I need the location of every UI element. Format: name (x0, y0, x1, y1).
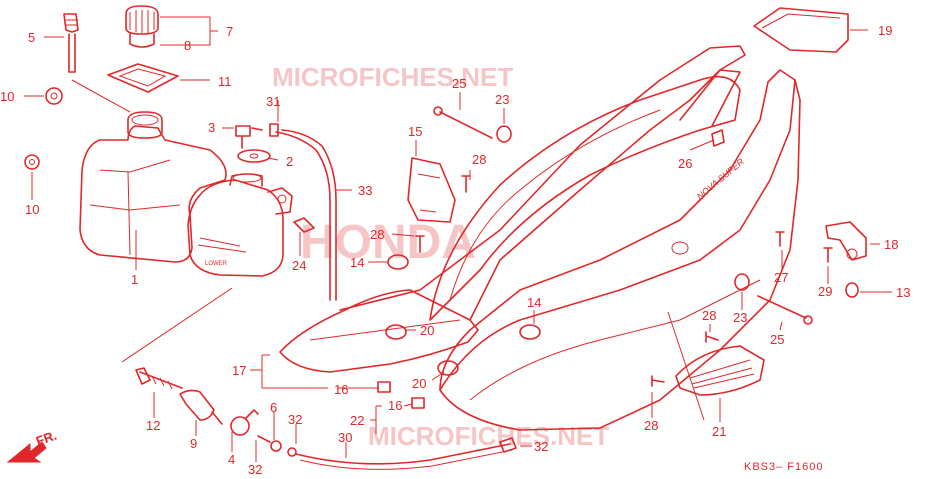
callout-32-right: 32 (534, 439, 548, 454)
callout-4: 4 (228, 452, 235, 467)
callout-13: 13 (896, 285, 910, 300)
screw (705, 331, 719, 343)
svg-text:LOWER: LOWER (205, 261, 228, 267)
callout-17: 17 (232, 363, 246, 378)
callout-26: 26 (678, 156, 692, 171)
cable-30 (295, 443, 513, 470)
callout-10-bottom: 10 (25, 202, 39, 217)
oil-tank (79, 111, 227, 263)
rear-cowl-left (279, 45, 746, 373)
screw (775, 231, 785, 247)
callout-32-upper: 32 (288, 412, 302, 427)
callout-31: 31 (266, 94, 280, 109)
bolt (757, 295, 813, 325)
callout-28-left: 28 (370, 227, 384, 242)
grommet (385, 324, 407, 340)
callout-30: 30 (338, 430, 352, 445)
callout-11: 11 (218, 74, 232, 89)
cable-adjuster (179, 389, 223, 425)
callout-33: 33 (358, 183, 372, 198)
watermark-bottom: MICROFICHES.NET (368, 421, 609, 451)
callout-28-bottom: 28 (644, 418, 658, 433)
callout-22: 22 (350, 413, 364, 428)
grommet (437, 360, 459, 376)
callout-14-left: 14 (350, 255, 364, 270)
tail-cover (753, 7, 849, 53)
grommet (519, 324, 541, 340)
breather-tube (269, 123, 337, 301)
callout-8: 8 (184, 38, 191, 53)
filler-cap (125, 5, 159, 48)
hose-clamp (230, 409, 259, 436)
reserve-tank: LOWER (187, 173, 293, 277)
callout-18: 18 (884, 237, 898, 252)
callout-12: 12 (146, 418, 160, 433)
callout-29: 29 (818, 284, 832, 299)
clamp (235, 125, 263, 149)
bolt (433, 106, 493, 139)
clip (711, 129, 725, 147)
clip (293, 217, 315, 233)
washer (237, 149, 271, 163)
callout-21: 21 (712, 424, 726, 439)
center-cover (407, 157, 456, 223)
grommet (377, 381, 391, 393)
tail-light (675, 345, 765, 396)
direction-label: FR. (34, 428, 59, 449)
callout-16-left: 16 (334, 382, 348, 397)
callout-23-top: 23 (495, 92, 509, 107)
callout-14-center: 14 (527, 295, 541, 310)
callout-labels: 5 7 8 11 10 10 1 3 2 31 33 24 25 23 15 2… (0, 23, 910, 477)
callout-24: 24 (292, 258, 306, 273)
callout-15: 15 (408, 124, 422, 139)
joint (257, 435, 297, 457)
grommet (411, 397, 425, 409)
callout-5: 5 (28, 30, 35, 45)
callout-6: 6 (270, 400, 277, 415)
callout-3: 3 (208, 120, 215, 135)
screw (461, 175, 471, 193)
callout-23-right: 23 (733, 310, 747, 325)
collar (734, 273, 750, 291)
bracket (825, 221, 867, 261)
screw (823, 247, 833, 263)
callout-28-top: 28 (472, 152, 486, 167)
callout-28-right: 28 (702, 308, 716, 323)
watermark-top: MICROFICHES.NET (272, 62, 513, 92)
callout-20-top: 20 (420, 323, 434, 338)
callout-32-lower: 32 (248, 462, 262, 477)
leader-lines (24, 16, 892, 462)
callout-19: 19 (878, 23, 892, 38)
callout-2: 2 (286, 154, 293, 169)
svg-text:NOVA SUPER: NOVA SUPER (695, 156, 746, 201)
level-gauge (63, 13, 79, 73)
collar (496, 125, 512, 143)
callout-25-top: 25 (452, 76, 466, 91)
callout-27: 27 (774, 270, 788, 285)
callout-1: 1 (131, 272, 138, 287)
screw (651, 375, 665, 387)
cable-end (135, 367, 183, 390)
clip (499, 437, 517, 453)
diagram-code: KBS3– F1600 (744, 461, 824, 473)
callout-20-bottom: 20 (412, 376, 426, 391)
screw (415, 235, 425, 253)
cap-seal (107, 63, 179, 93)
grommet (45, 87, 63, 105)
callout-9: 9 (190, 436, 197, 451)
callout-10-top: 10 (0, 89, 14, 104)
front-arrow-icon (6, 441, 47, 463)
callout-7: 7 (226, 24, 233, 39)
seat-frame (429, 69, 741, 321)
callout-16-right: 16 (388, 398, 402, 413)
callout-25-right: 25 (770, 332, 784, 347)
grommet (24, 154, 40, 170)
grommet (845, 282, 859, 298)
